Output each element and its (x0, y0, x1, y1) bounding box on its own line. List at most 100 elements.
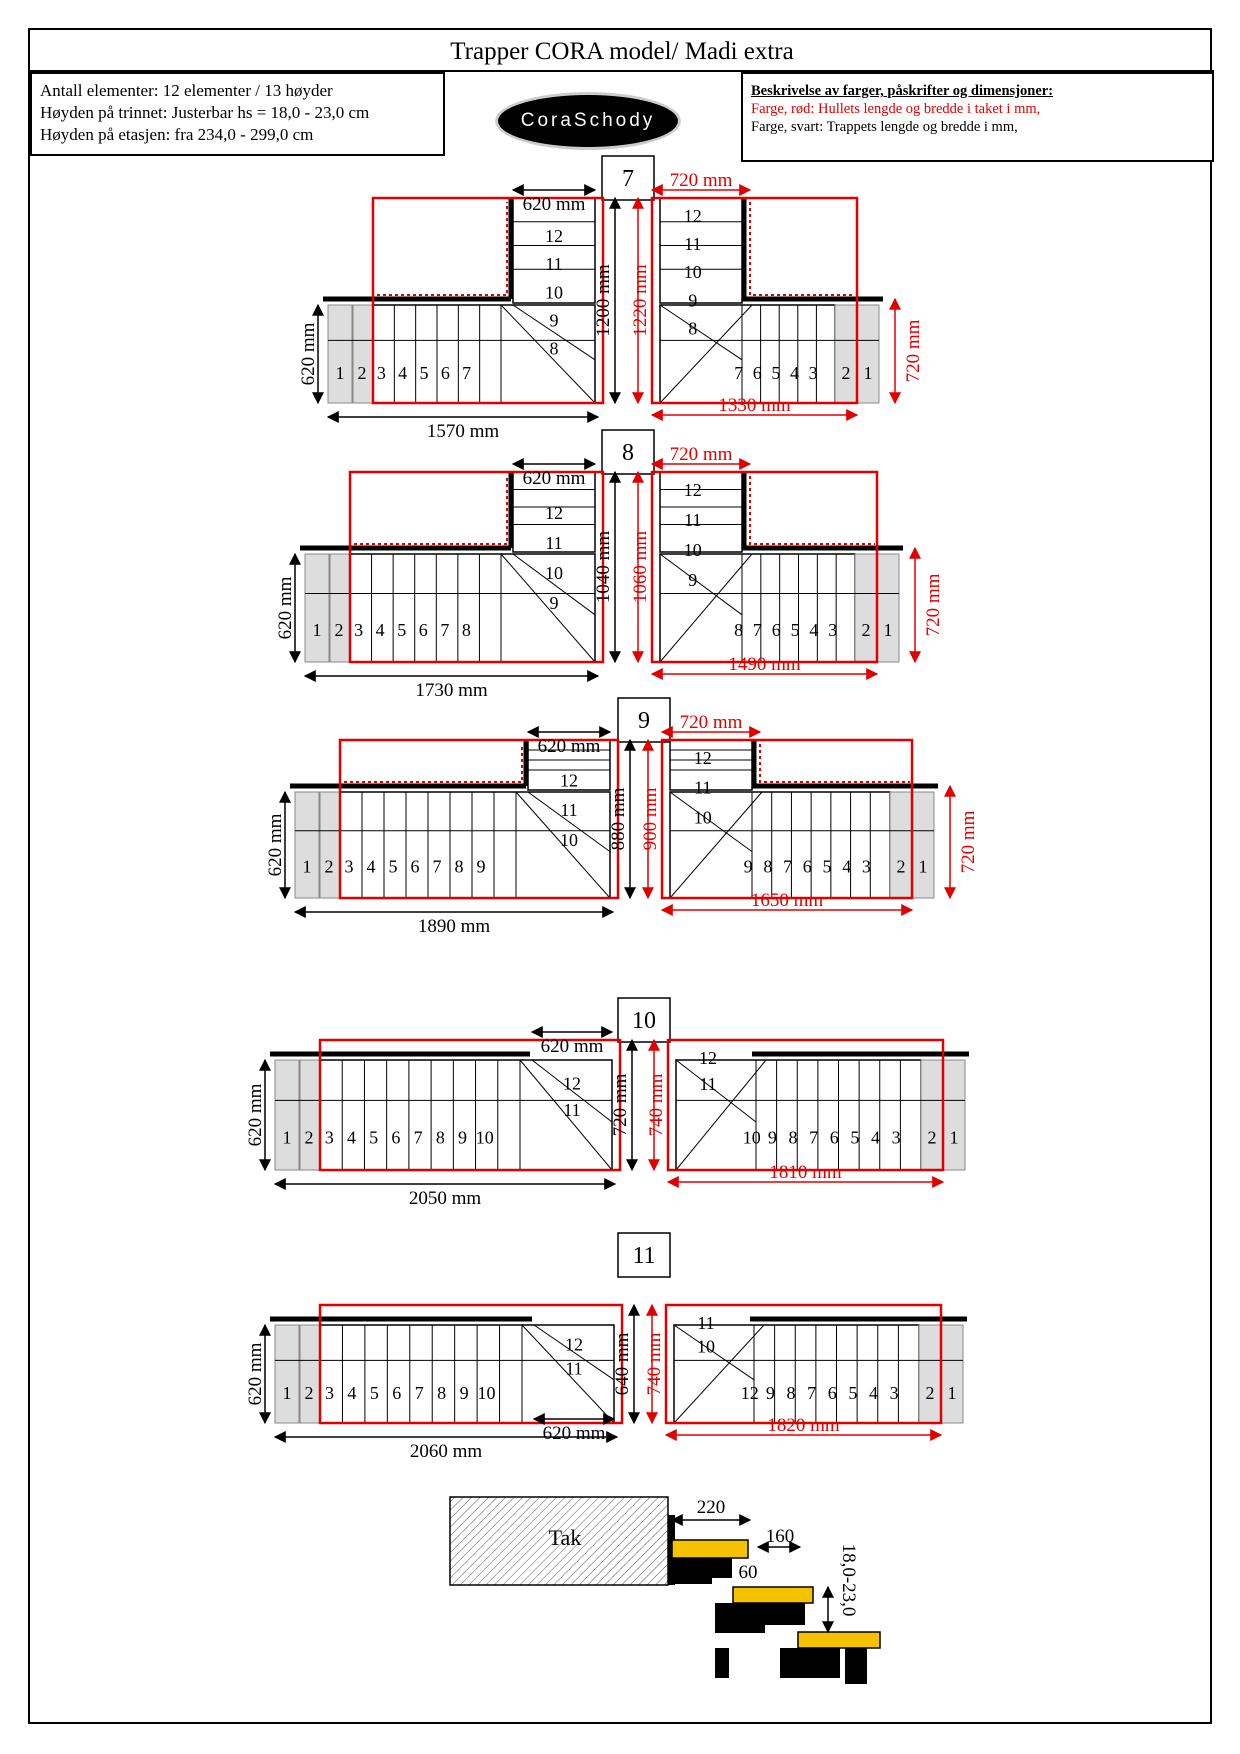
step-number: 12 (560, 770, 578, 790)
specs-box: Antall elementer: 12 elementer / 13 høyd… (30, 72, 445, 156)
ceiling-hole-outline (318, 1038, 622, 1172)
coraschody-logo: CoraSchody (495, 92, 681, 150)
step-number: 4 (869, 1383, 878, 1403)
step-number: 2 (928, 1128, 937, 1148)
ceiling-hole-outline (348, 470, 605, 664)
right-width-dim: 720 mm (903, 319, 924, 382)
rise-label: 18,0-23,0 (838, 1544, 859, 1617)
winder-line (500, 553, 596, 663)
winder-line (512, 553, 596, 616)
winder-line (531, 1059, 613, 1123)
starter-block (911, 791, 935, 899)
step-number: 2 (842, 363, 851, 383)
step-number: 11 (684, 234, 701, 254)
winder-line (500, 304, 596, 404)
stair-run (659, 553, 856, 663)
stair-run (339, 791, 611, 899)
step-number: 11 (560, 800, 577, 820)
step-number: 8 (788, 1128, 797, 1148)
step-number: 9 (744, 856, 753, 876)
left-length-dim: 2050 mm (409, 1188, 482, 1209)
riser-2b (765, 1603, 805, 1625)
left-length-dim: 1570 mm (427, 421, 500, 442)
step-number: 1 (336, 363, 345, 383)
step-number: 7 (440, 620, 449, 640)
step-number: 3 (325, 1383, 334, 1403)
page-frame: Trapper CORA model/ Madi extra Antall el… (28, 28, 1214, 1724)
step-number: 2 (897, 856, 906, 876)
step-number: 8 (734, 620, 743, 640)
step-number: 2 (335, 620, 344, 640)
left-width-dim: 620 mm (245, 1342, 266, 1405)
starter-block (889, 791, 913, 899)
step-number: 1 (283, 1128, 292, 1148)
step-number: 7 (414, 1128, 423, 1148)
step-number: 7 (807, 1383, 816, 1403)
step-number: 3 (892, 1128, 901, 1148)
step-number: 7 (783, 856, 792, 876)
starter-block (304, 553, 330, 663)
step-number: 9 (458, 1128, 467, 1148)
left-height-dim: 1040 mm (593, 531, 614, 604)
winder-line (659, 553, 743, 616)
step-number: 9 (768, 1128, 777, 1148)
step-number: 11 (563, 1100, 580, 1120)
left-top-dim: 620 mm (541, 1036, 604, 1057)
left-width-dim: 620 mm (275, 576, 296, 639)
starter-block (918, 1324, 942, 1424)
winder-line (512, 304, 596, 361)
ceiling-hole-outline (664, 1303, 943, 1425)
left-length-dim: 2060 mm (410, 1441, 483, 1462)
spec-floor-height: Høyden på etasjen: fra 234,0 - 299,0 cm (40, 125, 314, 144)
step-number: 6 (772, 620, 781, 640)
step-number: 10 (560, 830, 578, 850)
step-number: 2 (358, 363, 367, 383)
hole-dotted-edge (344, 744, 523, 783)
spec-step-height: Høyden på trinnet: Justerbar hs = 18,0 -… (40, 103, 370, 122)
winder-line (521, 1324, 615, 1424)
left-length-dim: 1890 mm (418, 916, 491, 937)
step-number: 1 (950, 1128, 959, 1148)
ceiling-hole-outline (666, 1038, 945, 1172)
step-number: 5 (771, 363, 780, 383)
page-title: Trapper CORA model/ Madi extra (30, 30, 1214, 72)
hole-dotted-edge (749, 476, 875, 545)
ceiling-hole-outline (650, 196, 859, 405)
dim-220: 220 (697, 1497, 726, 1518)
ceiling-hole-outline (660, 738, 914, 900)
spec-elements: Antall elementer: 12 elementer / 13 høyd… (40, 81, 333, 100)
step-number: 11 (694, 778, 711, 798)
step-number: 8 (550, 338, 559, 358)
winder-line (527, 791, 611, 853)
right-length-dim: 1490 mm (728, 654, 801, 675)
right-length-dim: 1810 mm (769, 1162, 842, 1183)
ceiling-hole-outline (338, 738, 620, 900)
step-number: 11 (699, 1074, 716, 1094)
step-number: 4 (376, 620, 385, 640)
step-number: 6 (419, 620, 428, 640)
step-number: 1 (919, 856, 928, 876)
step-number: 6 (392, 1383, 401, 1403)
step-number: 12 (545, 226, 563, 246)
ceiling-block (449, 1496, 669, 1586)
section-number-box (617, 1232, 671, 1278)
winder-line (673, 1324, 765, 1424)
dim-160: 160 (766, 1526, 795, 1547)
winder-line (515, 791, 611, 899)
right-top-dim: 720 mm (670, 170, 733, 191)
winder-line (669, 791, 763, 899)
step-number: 7 (433, 856, 442, 876)
riser-2 (715, 1603, 765, 1633)
winder-line (675, 1059, 767, 1171)
section-number: 7 (622, 166, 634, 192)
winder-line (533, 1324, 615, 1381)
step-number: 12 (545, 503, 563, 523)
step-number: 8 (786, 1383, 795, 1403)
right-width-dim: 720 mm (923, 573, 944, 636)
step-number: 5 (389, 856, 398, 876)
